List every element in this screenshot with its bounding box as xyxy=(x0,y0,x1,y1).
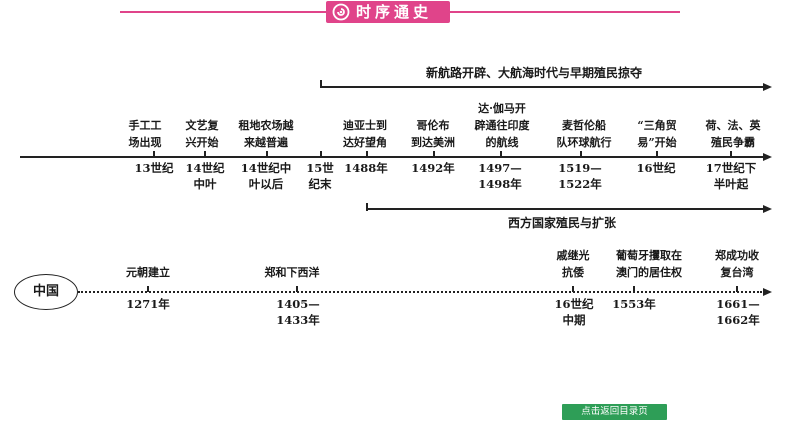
world-tick xyxy=(320,151,322,157)
section-title: 时序通史 xyxy=(356,3,433,21)
china-time: 1405— 1433年 xyxy=(276,297,320,327)
world-time: 14世纪 中叶 xyxy=(185,161,225,191)
world-tick xyxy=(153,151,155,157)
world-event: 租地农场越 来越普遍 xyxy=(238,119,294,149)
china-event: 元朝建立 xyxy=(126,266,170,279)
world-event: 荷、法、英 殖民争霸 xyxy=(705,119,761,149)
world-event: 迪亚士到 达好望角 xyxy=(343,119,387,149)
world-tick xyxy=(580,151,582,157)
world-tick xyxy=(433,151,435,157)
china-time: 16世纪 中期 xyxy=(554,297,594,327)
china-tick xyxy=(147,286,149,292)
world-time: 16世纪 xyxy=(636,161,676,175)
world-time: 17世纪下 半叶起 xyxy=(705,161,757,191)
swirl-icon xyxy=(332,3,350,21)
china-event: 郑成功收 复台湾 xyxy=(715,249,759,279)
china-timeline-arrowhead xyxy=(763,288,772,296)
world-time: 14世纪中 叶以后 xyxy=(240,161,292,191)
china-tick xyxy=(736,286,738,292)
section-header: 时序通史 xyxy=(326,1,450,23)
back-to-contents-button[interactable]: 点击返回目录页 xyxy=(562,404,667,420)
china-event: 葡萄牙攫取在 澳门的居住权 xyxy=(616,249,682,279)
china-time: 1553年 xyxy=(612,297,656,311)
world-timeline-arrowhead xyxy=(763,153,772,161)
world-tick xyxy=(266,151,268,157)
top-range-arrowhead xyxy=(763,83,772,91)
world-tick xyxy=(204,151,206,157)
world-event: 麦哲伦船 队环球航行 xyxy=(556,119,612,149)
world-time: 1519— 1522年 xyxy=(558,161,602,191)
header-rule-left xyxy=(120,11,326,13)
header-rule-right xyxy=(450,11,680,13)
world-tick xyxy=(656,151,658,157)
world-timeline-axis xyxy=(20,156,763,158)
china-event: 郑和下西洋 xyxy=(264,266,320,279)
world-event: 手工工 场出现 xyxy=(128,119,162,149)
china-time: 1661— 1662年 xyxy=(716,297,760,327)
world-event: “三角贸 易”开始 xyxy=(637,119,677,149)
top-range-label: 新航路开辟、大航海时代与早期殖民掠夺 xyxy=(426,66,643,80)
bottom-range-arrow-line xyxy=(366,208,763,210)
world-event: 文艺复 兴开始 xyxy=(185,119,219,149)
china-event: 戚继光 抗倭 xyxy=(556,249,590,279)
world-tick xyxy=(730,151,732,157)
china-label: 中国 xyxy=(14,274,78,310)
world-time: 1492年 xyxy=(411,161,455,175)
china-timeline-axis xyxy=(78,291,762,293)
china-tick xyxy=(572,286,574,292)
world-tick xyxy=(366,151,368,157)
world-event: 哥伦布 到达美洲 xyxy=(411,119,455,149)
china-tick xyxy=(296,286,298,292)
china-tick xyxy=(633,286,635,292)
bottom-range-start-tick xyxy=(366,203,368,211)
world-event: 达·伽马开 辟通往印度 的航线 xyxy=(474,102,530,149)
world-time: 15世 纪末 xyxy=(306,161,334,191)
bottom-range-label: 西方国家殖民与扩张 xyxy=(508,216,617,230)
world-time: 1488年 xyxy=(344,161,388,175)
world-time: 1497— 1498年 xyxy=(478,161,522,191)
world-time: 13世纪 xyxy=(134,161,174,175)
world-tick xyxy=(500,151,502,157)
top-range-arrow-line xyxy=(320,86,763,88)
top-range-start-tick xyxy=(320,80,322,87)
bottom-range-arrowhead xyxy=(763,205,772,213)
china-time: 1271年 xyxy=(126,297,170,311)
